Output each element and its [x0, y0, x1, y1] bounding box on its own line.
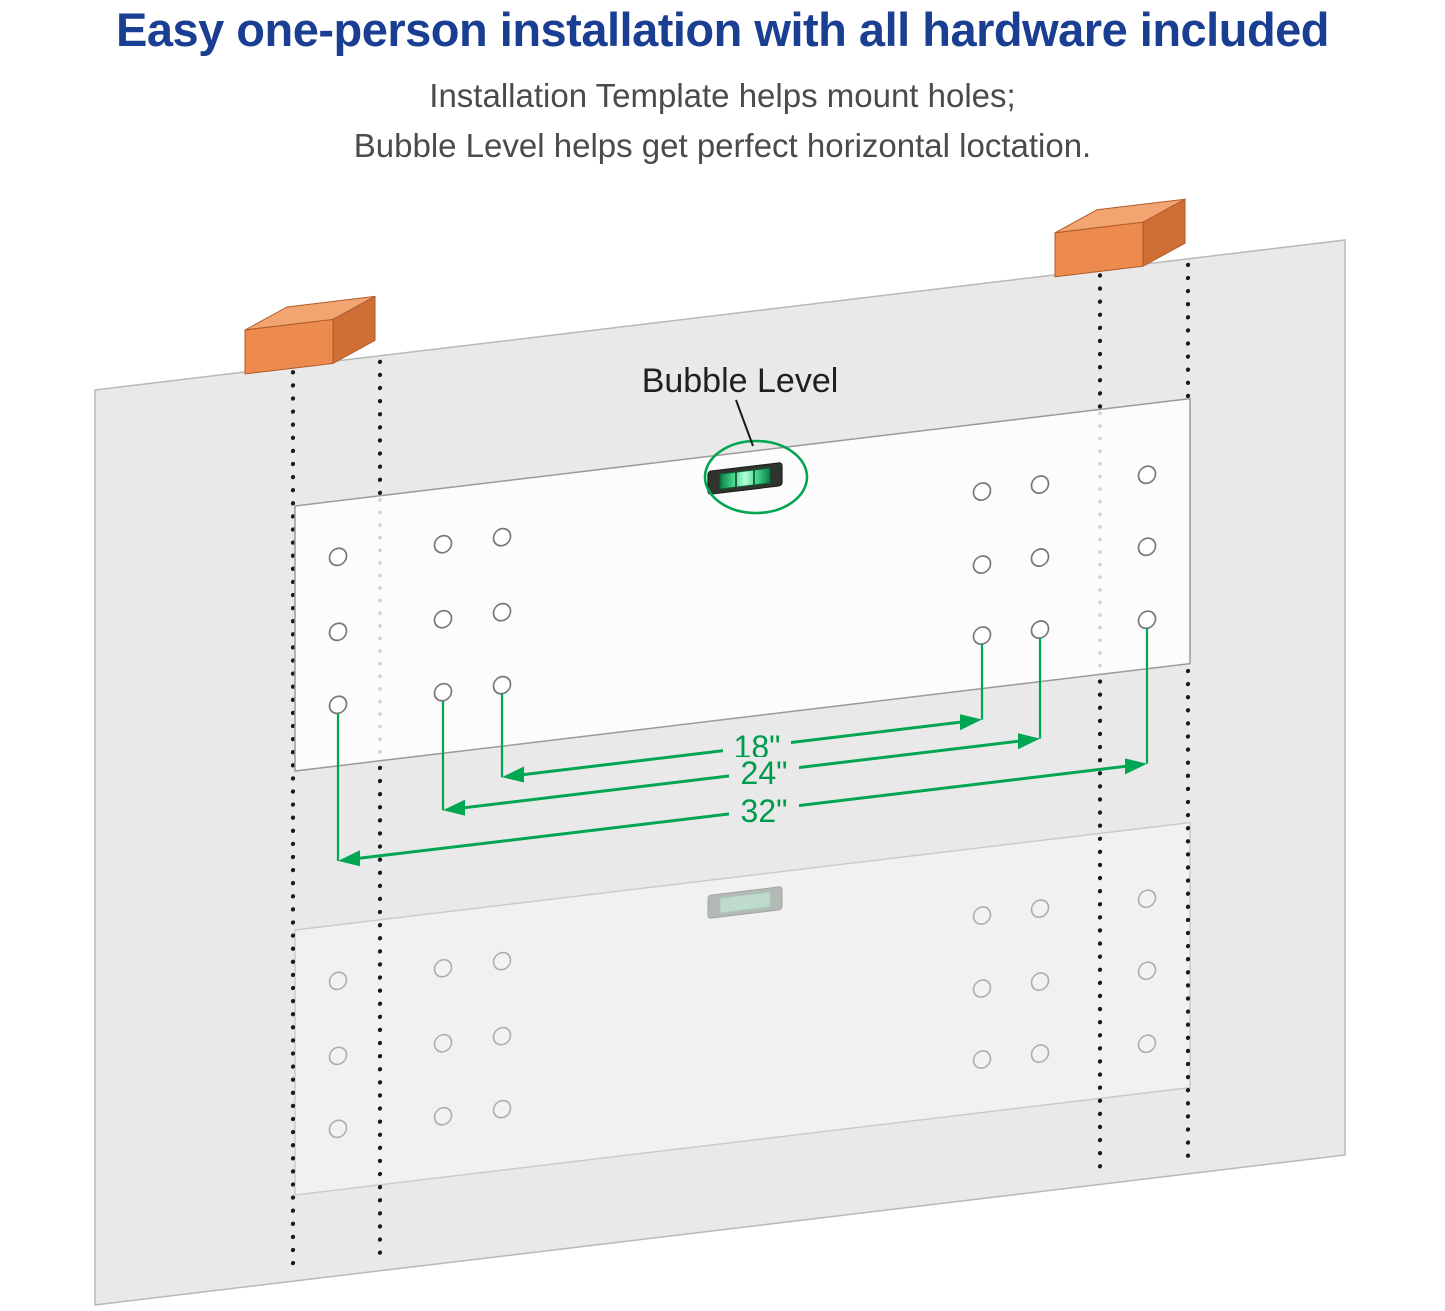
mounting-hole [1030, 548, 1050, 568]
mounting-hole [972, 555, 992, 574]
mounting-hole [1137, 961, 1157, 981]
mounting-hole [433, 534, 453, 554]
bubble-level [707, 462, 783, 495]
bubble-level-ghost [707, 886, 783, 919]
mounting-hole [328, 971, 348, 991]
bubble-level-pointer-line [735, 399, 754, 447]
mounting-hole [328, 695, 348, 715]
mounting-hole [972, 482, 992, 501]
stud-left [244, 295, 376, 375]
mounting-hole [492, 1099, 512, 1119]
bubble-level-label: Bubble Level [642, 362, 839, 400]
mounting-hole [433, 1033, 453, 1053]
mounting-hole [492, 527, 512, 547]
subtitle-line-2: Bubble Level helps get perfect horizonta… [353, 126, 1092, 164]
mounting-holes-lower [328, 889, 1157, 1139]
mounting-hole [433, 1106, 453, 1126]
mounting-hole [1137, 537, 1157, 557]
template-plate-upper [294, 397, 1191, 772]
mounting-hole [1137, 1034, 1157, 1054]
subtitle-line-1: Installation Template helps mount holes; [429, 76, 1016, 114]
mounting-hole [433, 609, 453, 629]
mounting-hole [433, 958, 453, 978]
mounting-holes-upper [328, 465, 1157, 715]
mounting-hole [1030, 1044, 1050, 1063]
mounting-hole [1137, 465, 1157, 485]
mounting-hole [433, 682, 453, 702]
mounting-hole [972, 979, 992, 998]
mounting-hole [328, 622, 348, 642]
mounting-hole [328, 547, 348, 567]
mounting-hole [1030, 899, 1050, 918]
mounting-hole [1137, 889, 1157, 909]
mounting-hole [328, 1119, 348, 1139]
dimension-label-32: 32" [741, 793, 788, 829]
label-gap-24 [729, 757, 799, 790]
subtitle: Installation Template helps mount holes;… [0, 71, 1445, 171]
mounting-hole [1030, 475, 1050, 495]
header: Easy one-person installation with all ha… [0, 0, 1445, 171]
template-plate-lower [294, 821, 1191, 1196]
page-title: Easy one-person installation with all ha… [115, 3, 1330, 56]
stud-right [1054, 198, 1186, 278]
mounting-hole [972, 906, 992, 925]
mounting-hole [492, 1026, 512, 1046]
mounting-hole [492, 602, 512, 622]
mounting-hole [1030, 972, 1050, 991]
mounting-hole [492, 951, 512, 971]
dimension-label-24: 24" [741, 755, 788, 791]
label-gap-32 [729, 795, 799, 828]
bubble-level-callout-circle [703, 439, 809, 515]
mounting-hole [328, 1046, 348, 1066]
mounting-hole [972, 1050, 992, 1069]
dimension-labels: 18" 24" 32" [723, 729, 799, 829]
